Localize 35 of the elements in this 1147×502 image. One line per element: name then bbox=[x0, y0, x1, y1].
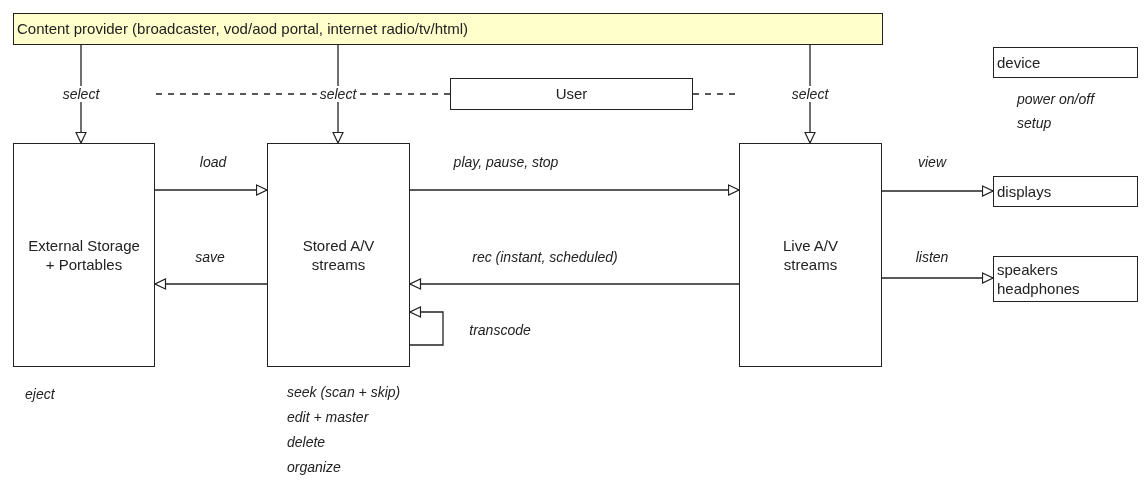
node-label: Stored A/V streams bbox=[301, 235, 376, 275]
arrow bbox=[409, 278, 740, 290]
node-label: displays bbox=[997, 181, 1052, 202]
arrow bbox=[409, 184, 740, 196]
edge-label: select bbox=[316, 86, 360, 102]
action-note: setup bbox=[1017, 115, 1052, 131]
arrow bbox=[881, 185, 994, 197]
node-label: Content provider (broadcaster, vod/aod portal, internet radio/tv/html) bbox=[17, 19, 469, 39]
edge-label: view bbox=[915, 154, 949, 170]
arrow bbox=[154, 184, 268, 196]
edge-label: select bbox=[788, 86, 832, 102]
arrow bbox=[409, 306, 444, 346]
node-label: speakers headphones bbox=[997, 259, 1081, 299]
action-note: eject bbox=[25, 386, 55, 402]
node-label: User bbox=[555, 84, 588, 104]
process-box bbox=[13, 143, 155, 367]
label-box bbox=[993, 47, 1138, 78]
arrow bbox=[154, 278, 268, 290]
label-box bbox=[993, 176, 1138, 207]
edge-label: select bbox=[59, 86, 103, 102]
header-box bbox=[13, 13, 883, 45]
action-note: edit + master bbox=[287, 409, 369, 425]
action-note: delete bbox=[287, 434, 326, 450]
node-label: External Storage + Portables bbox=[27, 235, 141, 275]
actor-box bbox=[450, 78, 693, 110]
node-label: device bbox=[997, 52, 1041, 73]
action-note: seek (scan + skip) bbox=[287, 384, 401, 400]
arrow bbox=[881, 272, 994, 284]
edge-label: transcode bbox=[466, 322, 534, 338]
process-box bbox=[267, 143, 410, 367]
label-box bbox=[993, 256, 1138, 302]
action-note: power on/off bbox=[1017, 91, 1095, 107]
process-box bbox=[739, 143, 882, 367]
action-note: organize bbox=[287, 459, 341, 475]
node-label: Live A/V streams bbox=[781, 235, 839, 275]
